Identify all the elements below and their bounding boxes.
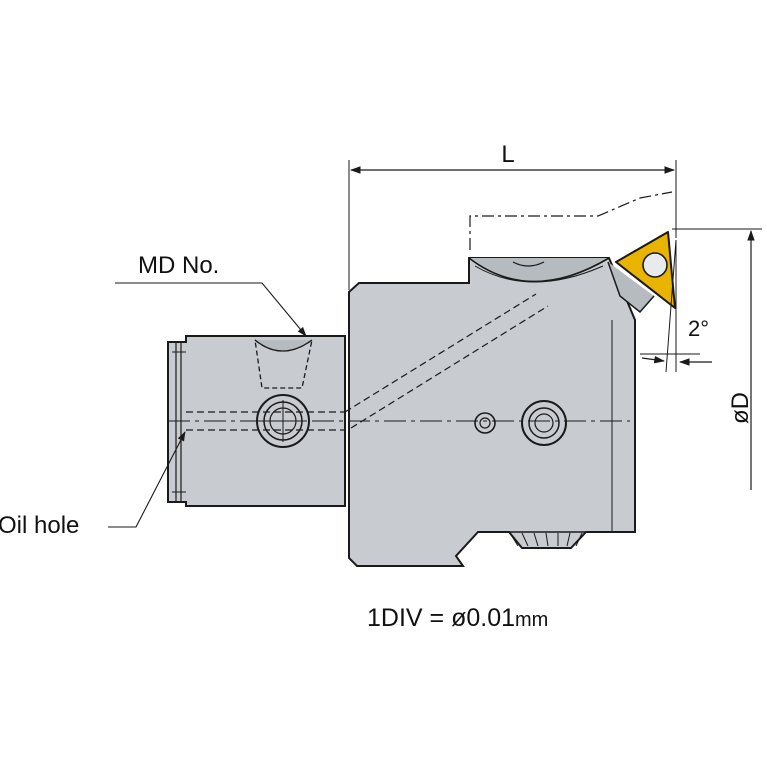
insert-seat xyxy=(468,257,610,283)
diameter-label: øD xyxy=(727,392,754,424)
head-outline xyxy=(348,257,636,567)
angle-indicator: 2° xyxy=(641,239,712,373)
division-unit: mm xyxy=(515,609,548,631)
holder-dashed-outline xyxy=(469,191,673,250)
md-number-label: MD No. xyxy=(138,252,219,279)
oil-hole-callout: Oil hole xyxy=(0,431,186,539)
small-screw xyxy=(474,412,496,434)
cutting-insert xyxy=(607,231,676,314)
division-prefix: 1DIV = ø0.01 xyxy=(367,604,515,632)
dimension-l: L xyxy=(348,141,677,290)
dimension-d: øD xyxy=(640,228,762,490)
coolant-channel xyxy=(344,293,549,429)
md-number-callout: MD No. xyxy=(115,252,307,337)
oil-hole-passage xyxy=(186,411,345,431)
insert-screw xyxy=(642,252,668,278)
dial-ribs xyxy=(509,532,583,547)
length-label: L xyxy=(501,141,514,168)
head-body xyxy=(344,191,673,567)
shank-grooves xyxy=(175,342,182,502)
shank-groove-ticks xyxy=(172,351,186,493)
angle-label: 2° xyxy=(688,316,709,341)
oil-hole-label: Oil hole xyxy=(0,512,79,539)
division-note: 1DIV = ø0.01mm xyxy=(367,604,548,632)
